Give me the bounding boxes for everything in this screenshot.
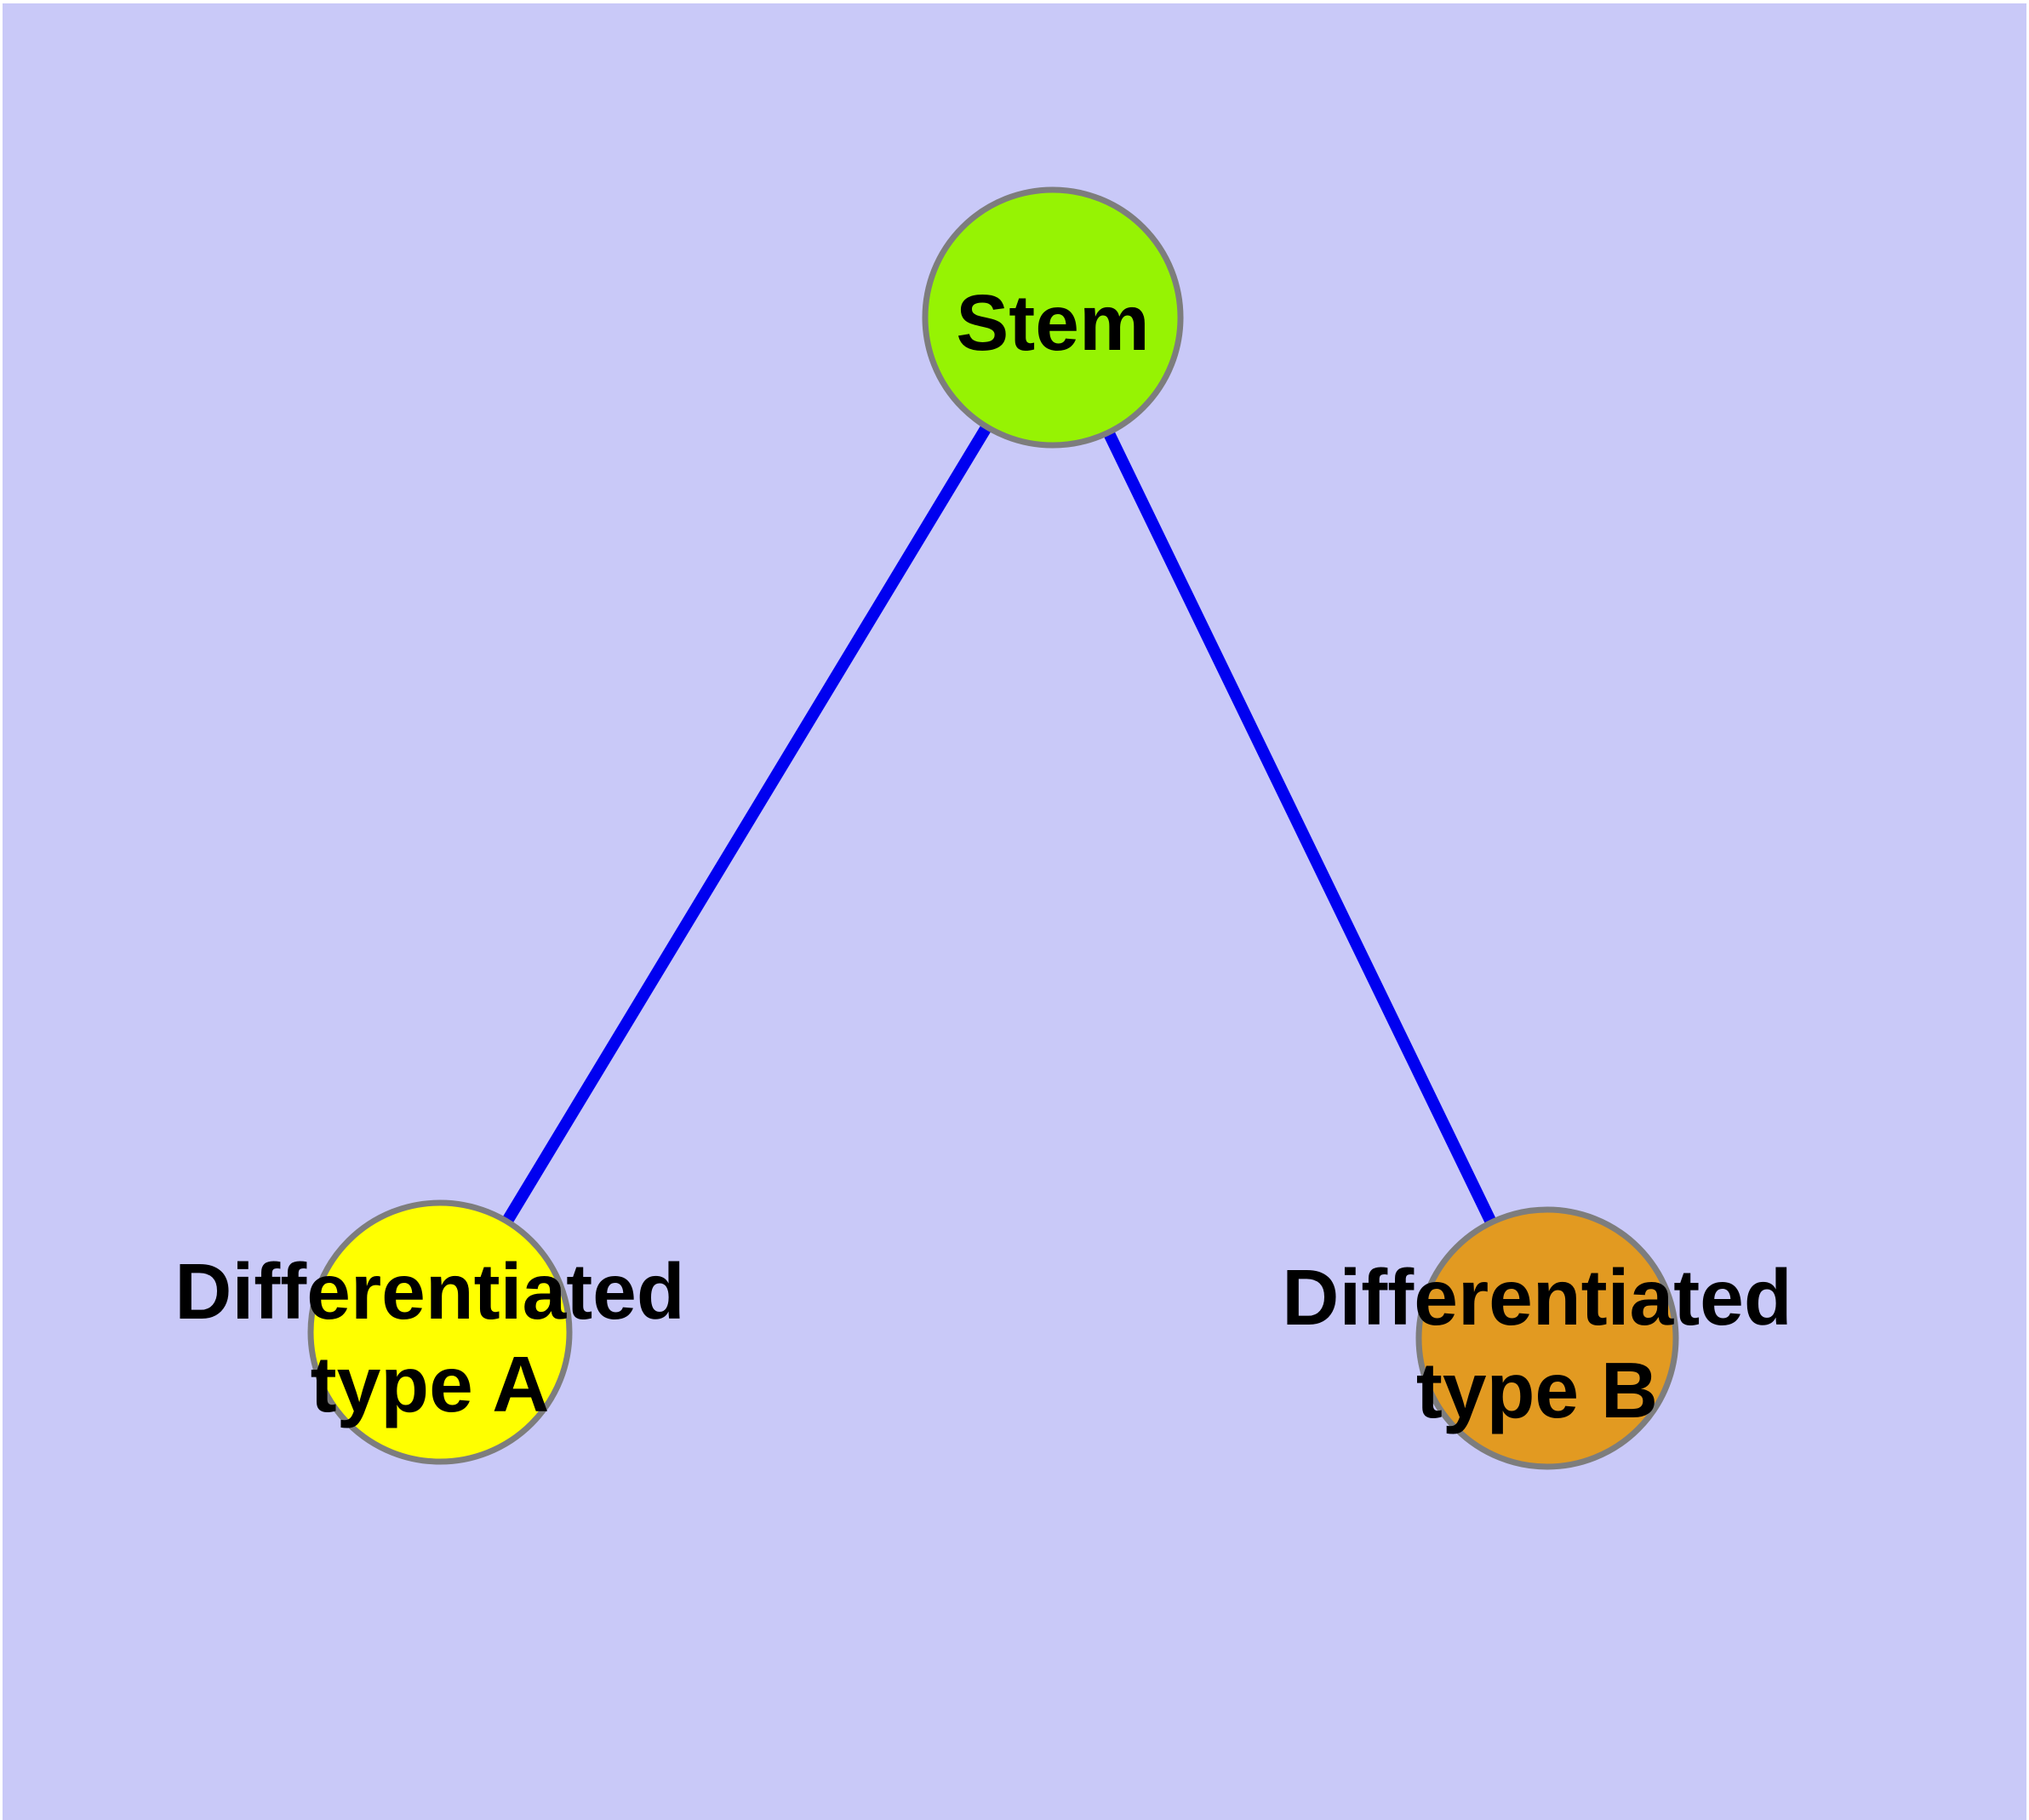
edge-stem-to-type-b — [1047, 314, 1553, 1342]
stem-node-circle — [922, 186, 1184, 449]
type-b-node-label-line1: Differentiated — [1282, 1253, 1792, 1342]
type-a-node-label-line2: type A — [311, 1340, 550, 1428]
type-b-node-label-line2: type B — [1416, 1346, 1658, 1434]
edges — [435, 314, 1553, 1342]
type-b-node-circle — [1415, 1206, 1679, 1470]
type-a-node-label-line1: Differentiated — [174, 1247, 684, 1336]
node-labels: Stem Differentiated type A Differentiate… — [174, 278, 1792, 1434]
type-a-node-circle — [307, 1199, 573, 1465]
edge-stem-to-type-a — [435, 314, 1058, 1336]
stem-node-label: Stem — [956, 278, 1149, 367]
nodes — [307, 186, 1679, 1470]
